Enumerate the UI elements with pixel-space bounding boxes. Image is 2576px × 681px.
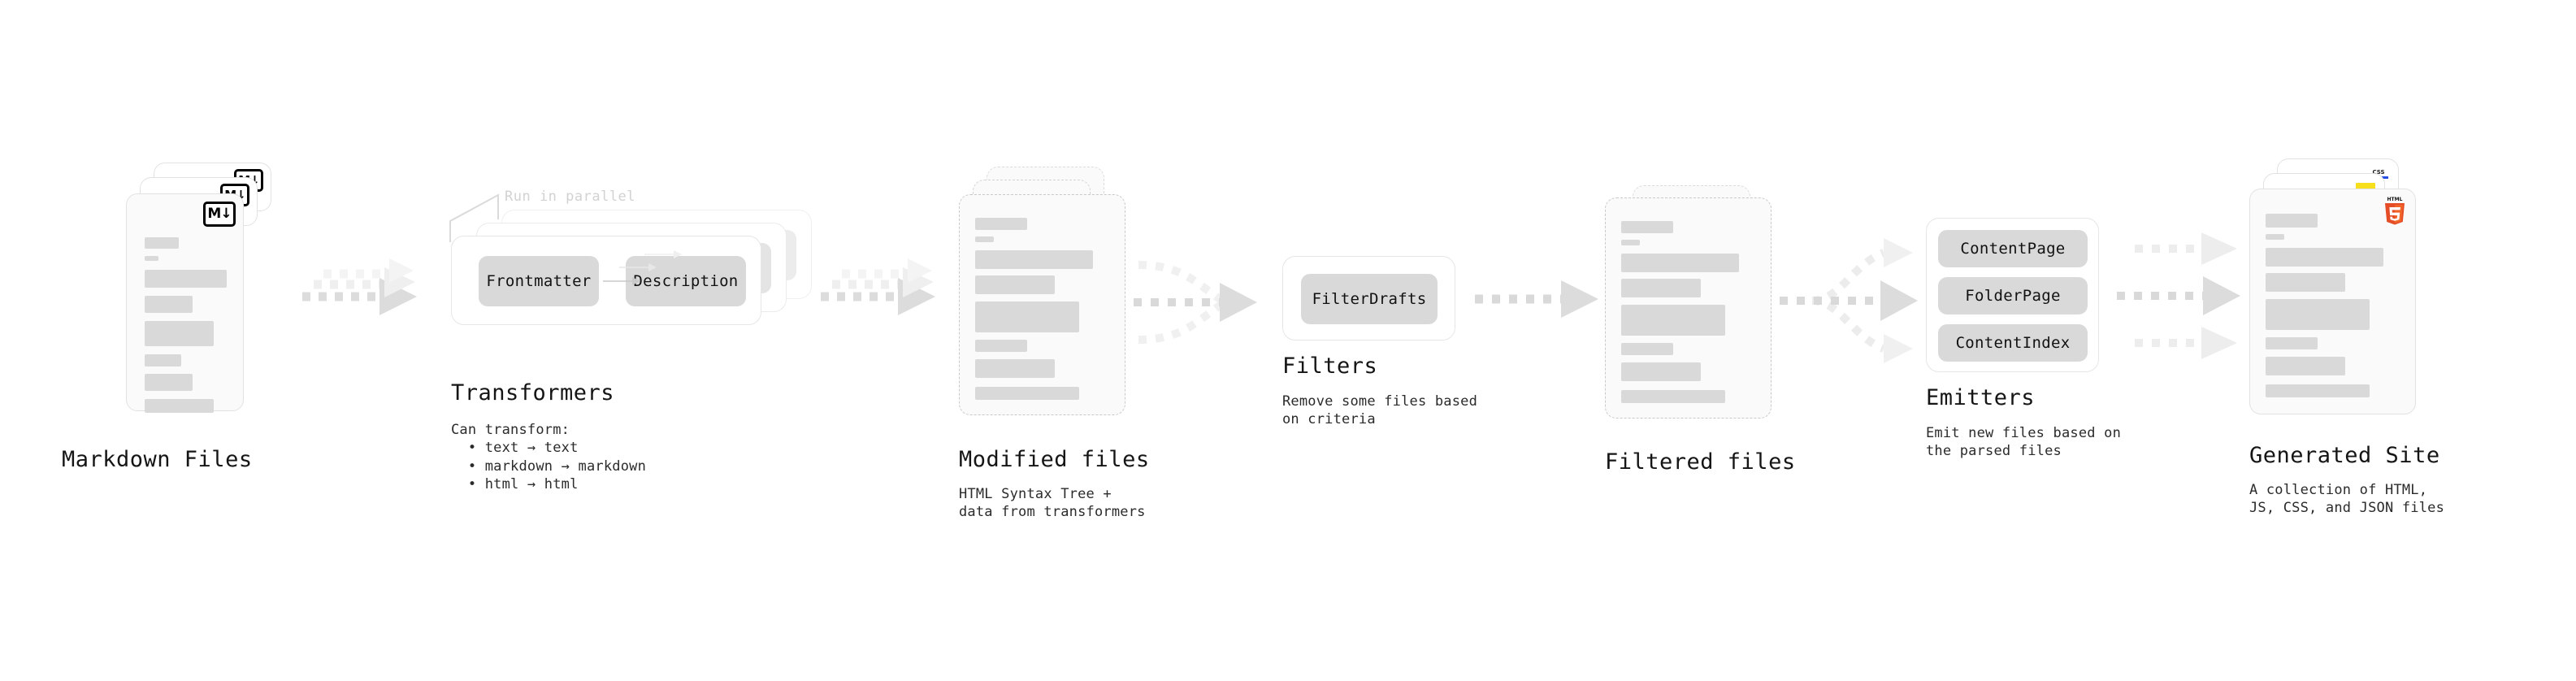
stage-subtitle-emitters: Emit new files based on the parsed files <box>1926 425 2122 460</box>
skeleton-line <box>975 301 1079 332</box>
skeleton-line <box>1621 305 1725 336</box>
skeleton-line <box>975 218 1027 230</box>
stage-title-modified-files: Modified files <box>959 447 1150 472</box>
stage-subtitle-transformers: Can transform: • text → text • markdown … <box>451 422 647 493</box>
filtered-file-stack <box>1605 185 1784 437</box>
pill-description[interactable]: Description <box>626 256 746 306</box>
skeleton-line <box>975 275 1055 294</box>
skeleton-line <box>145 374 193 391</box>
html5-badge-icon: HTML <box>2383 195 2407 226</box>
pill-contentpage[interactable]: ContentPage <box>1938 230 2088 267</box>
pill-folderpage[interactable]: FolderPage <box>1938 277 2088 314</box>
skeleton-line <box>145 296 193 313</box>
skeleton-line <box>145 237 179 249</box>
skeleton-line <box>1621 240 1640 245</box>
stage-subtitle-modified-files: HTML Syntax Tree + data from transformer… <box>959 486 1146 521</box>
stage-title-emitters: Emitters <box>1926 385 2036 410</box>
markdown-badge-icon: M↓ <box>203 202 236 227</box>
arrow-modified-to-filters <box>1134 261 1257 344</box>
skeleton-line <box>145 321 214 346</box>
skeleton-line <box>1621 362 1701 381</box>
filters-box: FilterDrafts <box>1282 256 1455 340</box>
pill-filterdrafts[interactable]: FilterDrafts <box>1301 274 1438 324</box>
stage-title-transformers: Transformers <box>451 380 615 406</box>
skeleton-line <box>975 387 1079 400</box>
skeleton-line <box>145 354 181 367</box>
arrow-markdown-to-transformers <box>302 258 417 315</box>
transformer-panel-front: Frontmatter Description <box>451 236 761 325</box>
skeleton-line <box>2266 299 2370 330</box>
stage-subtitle-filters: Remove some files based on criteria <box>1282 393 1478 428</box>
skeleton-line <box>975 250 1093 269</box>
pill-frontmatter[interactable]: Frontmatter <box>479 256 599 306</box>
skeleton-line <box>2266 273 2345 292</box>
skeleton-line <box>1621 279 1701 297</box>
stage-title-filters: Filters <box>1282 354 1378 379</box>
skeleton-line <box>1621 221 1673 233</box>
skeleton-line <box>1621 343 1673 355</box>
markdown-file-stack: M↓ M↓ M↓ <box>126 163 313 431</box>
skeleton-line <box>975 359 1055 378</box>
emitters-box: ContentPage FolderPage ContentIndex <box>1926 218 2099 372</box>
stage-filtered-files: Filtered files <box>1605 185 1795 475</box>
stage-markdown-files: M↓ M↓ M↓ Markdown Files <box>62 163 313 472</box>
arrow-filtered-to-emitters <box>1780 238 1918 363</box>
skeleton-line <box>2266 248 2383 267</box>
skeleton-line <box>2266 357 2345 375</box>
modified-file-stack <box>959 167 1138 427</box>
file-card-front-html: HTML <box>2249 189 2416 414</box>
skeleton-line <box>975 340 1027 352</box>
skeleton-line <box>2266 384 2370 397</box>
skeleton-line <box>145 256 158 261</box>
skeleton-line <box>2266 234 2284 240</box>
generated-file-stack: CSS HTML <box>2249 158 2436 427</box>
stage-title-filtered-files: Filtered files <box>1605 449 1796 475</box>
file-card-front <box>959 194 1125 415</box>
skeleton-line <box>145 270 227 288</box>
pill-contentindex[interactable]: ContentIndex <box>1938 324 2088 362</box>
skeleton-line <box>1621 390 1725 403</box>
svg-text:HTML: HTML <box>2387 197 2403 202</box>
skeleton-line <box>2266 214 2318 228</box>
stage-title-generated-site: Generated Site <box>2249 443 2440 468</box>
stage-modified-files: Modified files HTML Syntax Tree + data f… <box>959 167 1149 520</box>
skeleton-line <box>145 399 214 413</box>
stage-subtitle-generated-site: A collection of HTML, JS, CSS, and JSON … <box>2249 482 2445 517</box>
arrow-transformers-to-modified <box>821 258 935 315</box>
file-card-front <box>1605 197 1772 419</box>
skeleton-line <box>1621 254 1739 272</box>
file-card-front: M↓ <box>126 193 244 413</box>
stage-title-markdown-files: Markdown Files <box>62 447 253 472</box>
stage-generated-site: CSS HTML <box>2249 158 2444 516</box>
arrow-filters-to-filtered <box>1475 280 1598 318</box>
skeleton-line <box>975 236 994 242</box>
run-in-parallel-label: Run in parallel <box>505 189 636 205</box>
skeleton-line <box>2266 337 2318 349</box>
